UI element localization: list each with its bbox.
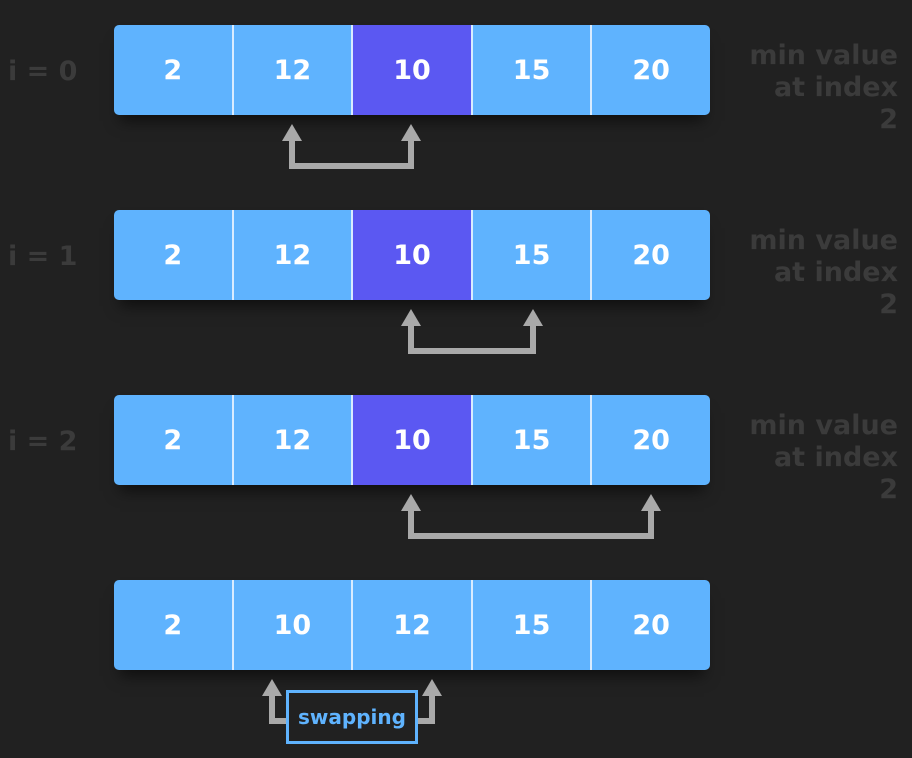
compare-arrow-i0	[289, 141, 414, 169]
min-note-line2: at index 2	[773, 72, 898, 135]
array-cell: 2	[114, 25, 234, 115]
array-cell-min: 10	[353, 25, 473, 115]
array-cell: 10	[233, 580, 354, 670]
min-note-line2: at index 2	[773, 257, 898, 320]
min-note-i1: min value at index 2	[748, 225, 898, 321]
array-row-i0: 2 12 10 15 20	[114, 25, 710, 115]
row-label-i2: i = 2	[8, 426, 78, 457]
min-note-line1: min value	[749, 40, 898, 71]
array-cell-min: 10	[353, 210, 473, 300]
array-cell: 12	[353, 580, 473, 670]
swap-label-box: swapping	[286, 690, 418, 744]
min-note-line2: at index 2	[773, 442, 898, 505]
arrow-head-up	[523, 309, 543, 326]
compare-arrow-i1	[408, 326, 536, 354]
min-note-i2: min value at index 2	[748, 410, 898, 506]
compare-arrow-i2	[408, 511, 654, 539]
min-note-i0: min value at index 2	[748, 40, 898, 136]
swap-arrow-right	[412, 696, 435, 724]
array-cell: 12	[233, 210, 354, 300]
arrow-head-up	[262, 679, 282, 696]
array-cell: 12	[233, 25, 354, 115]
array-row-i1: 2 12 10 15 20	[114, 210, 710, 300]
row-label-i0: i = 0	[8, 56, 78, 87]
arrow-head-up	[422, 679, 442, 696]
arrow-head-up	[641, 494, 661, 511]
array-cell: 20	[592, 580, 710, 670]
row-label-i1: i = 1	[8, 241, 78, 272]
arrow-head-up	[401, 494, 421, 511]
array-cell: 12	[233, 395, 354, 485]
swap-arrow-left	[269, 696, 292, 724]
array-cell: 20	[592, 25, 710, 115]
array-cell: 15	[472, 395, 593, 485]
array-cell-min: 10	[353, 395, 473, 485]
arrow-head-up	[282, 124, 302, 141]
arrow-head-up	[401, 124, 421, 141]
array-row-i2: 2 12 10 15 20	[114, 395, 710, 485]
array-cell: 15	[472, 210, 593, 300]
arrow-head-up	[401, 309, 421, 326]
array-row-result: 2 10 12 15 20	[114, 580, 710, 670]
array-cell: 15	[472, 25, 593, 115]
array-cell: 20	[592, 210, 710, 300]
min-note-line1: min value	[749, 410, 898, 441]
array-cell: 15	[472, 580, 593, 670]
array-cell: 2	[114, 395, 234, 485]
array-cell: 2	[114, 580, 234, 670]
swap-label: swapping	[298, 705, 406, 729]
array-cell: 2	[114, 210, 234, 300]
array-cell: 20	[592, 395, 710, 485]
min-note-line1: min value	[749, 225, 898, 256]
